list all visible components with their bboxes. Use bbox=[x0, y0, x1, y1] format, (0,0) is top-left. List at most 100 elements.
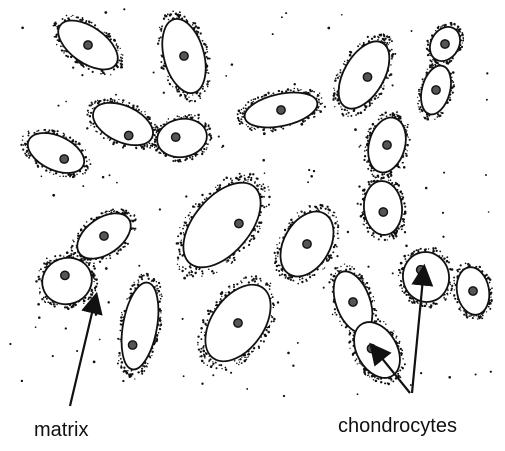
speckle bbox=[200, 338, 202, 340]
speckle bbox=[204, 357, 206, 359]
speckle bbox=[399, 271, 401, 273]
speckle bbox=[279, 274, 281, 276]
speckle bbox=[59, 254, 61, 256]
speckle bbox=[337, 232, 339, 234]
speckle bbox=[463, 38, 464, 39]
speckle bbox=[479, 266, 481, 268]
speckle bbox=[113, 68, 115, 70]
speckle bbox=[130, 288, 132, 290]
speckle bbox=[338, 238, 339, 239]
matrix-dot bbox=[354, 128, 357, 131]
speckle bbox=[254, 280, 256, 282]
speckle bbox=[379, 115, 381, 117]
speckle bbox=[346, 113, 348, 115]
speckle bbox=[208, 361, 209, 362]
speckle bbox=[312, 274, 313, 275]
speckle bbox=[381, 173, 383, 175]
speckle bbox=[209, 58, 211, 60]
speckle bbox=[438, 115, 440, 117]
speckle bbox=[121, 365, 122, 366]
speckle bbox=[107, 211, 108, 212]
speckle bbox=[160, 125, 162, 127]
speckle bbox=[192, 94, 193, 95]
speckle bbox=[408, 136, 409, 137]
speckle bbox=[143, 275, 145, 277]
speckle bbox=[397, 115, 400, 118]
speckle bbox=[208, 72, 210, 74]
speckle bbox=[241, 362, 243, 364]
speckle bbox=[396, 114, 397, 115]
speckle bbox=[46, 298, 48, 300]
speckle bbox=[160, 319, 161, 320]
speckle bbox=[195, 272, 197, 274]
speckle bbox=[376, 310, 378, 312]
matrix-dot bbox=[292, 364, 294, 366]
speckle bbox=[419, 89, 420, 90]
speckle bbox=[384, 173, 385, 174]
speckle bbox=[228, 292, 229, 293]
speckle bbox=[262, 183, 264, 185]
speckle bbox=[278, 270, 280, 272]
speckle bbox=[166, 121, 167, 122]
matrix-dot bbox=[323, 287, 325, 289]
matrix-dot bbox=[231, 63, 234, 66]
speckle bbox=[430, 304, 432, 306]
speckle bbox=[249, 174, 251, 176]
speckle bbox=[339, 71, 341, 73]
speckle bbox=[373, 296, 374, 297]
speckle bbox=[256, 178, 258, 180]
speckle bbox=[205, 353, 208, 356]
speckle bbox=[402, 196, 404, 198]
speckle bbox=[177, 264, 178, 265]
speckle bbox=[59, 176, 60, 177]
speckle bbox=[80, 256, 81, 257]
matrix-dot bbox=[448, 376, 451, 379]
speckle bbox=[85, 149, 86, 150]
speckle bbox=[267, 186, 268, 187]
speckle bbox=[130, 215, 132, 217]
speckle bbox=[158, 37, 160, 39]
speckle bbox=[423, 117, 424, 118]
speckle bbox=[373, 175, 375, 177]
speckle bbox=[337, 77, 339, 79]
speckle bbox=[434, 61, 436, 63]
speckle bbox=[334, 267, 337, 270]
speckle bbox=[135, 218, 137, 220]
speckle bbox=[156, 132, 158, 134]
speckle bbox=[206, 197, 208, 199]
speckle bbox=[382, 177, 385, 180]
speckle bbox=[201, 331, 203, 333]
speckle bbox=[338, 75, 339, 76]
speckle bbox=[388, 44, 389, 45]
speckle bbox=[227, 259, 230, 262]
speckle bbox=[177, 115, 179, 117]
speckle bbox=[215, 301, 217, 303]
speckle bbox=[380, 381, 382, 383]
speckle bbox=[117, 338, 119, 340]
speckle bbox=[270, 283, 272, 285]
speckle bbox=[191, 270, 192, 271]
speckle bbox=[93, 281, 94, 282]
speckle bbox=[299, 279, 301, 281]
speckle bbox=[297, 283, 299, 285]
speckle bbox=[211, 138, 212, 139]
speckle bbox=[156, 290, 157, 291]
speckle bbox=[76, 255, 78, 257]
speckle bbox=[207, 86, 208, 87]
speckle bbox=[247, 180, 248, 181]
speckle bbox=[192, 156, 194, 158]
speckle bbox=[480, 316, 482, 318]
speckle bbox=[357, 275, 359, 277]
speckle bbox=[341, 325, 342, 326]
speckle bbox=[71, 246, 73, 248]
speckle bbox=[388, 180, 389, 181]
speckle bbox=[260, 280, 262, 282]
speckle bbox=[442, 255, 444, 257]
speckle bbox=[76, 17, 78, 19]
speckle bbox=[360, 112, 363, 115]
speckle bbox=[189, 156, 191, 158]
speckle bbox=[411, 301, 412, 302]
speckle bbox=[177, 259, 178, 260]
matrix-dot bbox=[425, 187, 428, 190]
speckle bbox=[391, 40, 393, 42]
